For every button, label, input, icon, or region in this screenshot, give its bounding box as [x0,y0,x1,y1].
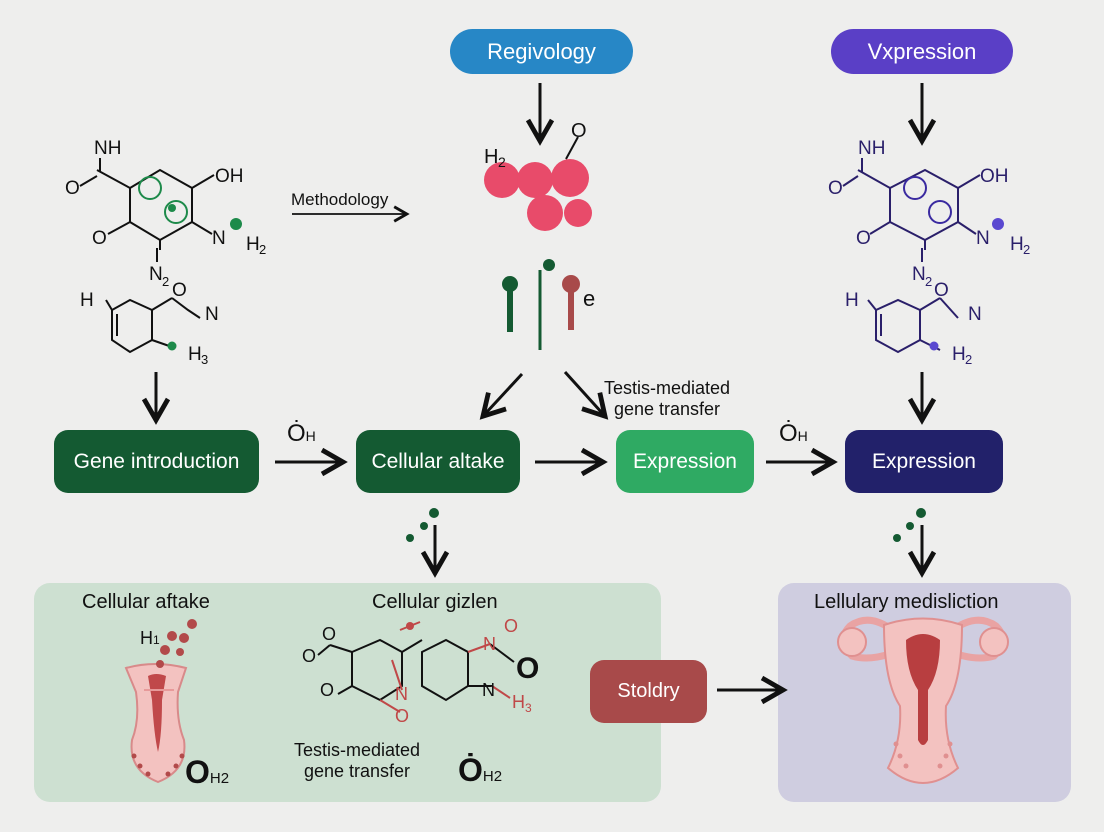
svg-text:2: 2 [1023,242,1030,257]
oh2-mid-label: ȮH2 [458,752,503,788]
right-molecule-labels: NH O OH O N H 2 N 2 H O N H 2 [828,138,1030,367]
svg-text:H: H [80,290,94,311]
svg-text:H: H [952,344,966,365]
svg-text:O: O [395,706,409,726]
svg-text:2: 2 [162,274,169,289]
svg-text:O: O [302,646,316,666]
expression-box-navy: Expression [845,430,1003,493]
svg-text:N: N [483,634,496,654]
cellular-aftake-title: Cellular aftake [82,591,210,613]
svg-text:O: O [516,652,539,685]
particle-dots [156,619,197,668]
svg-text:e: e [583,286,595,311]
svg-text:N: N [205,304,219,325]
svg-text:O: O [92,228,107,249]
svg-text:NH: NH [858,138,885,159]
left-molecule [79,158,215,354]
cellular-gizlen-title: Cellular gizlen [372,591,498,613]
testis-mediated-label-bottom: Testis-mediated gene transfer [294,740,421,781]
svg-text:O: O [934,280,949,301]
svg-text:H: H [512,692,525,712]
svg-text:O: O [504,616,518,636]
svg-text:O: O [828,178,843,199]
svg-text:2: 2 [498,154,506,170]
vxpression-pill: Vxpression [831,29,1013,74]
svg-text:H: H [845,290,859,311]
svg-text:OH: OH [215,166,244,187]
pin-markers: e [502,259,595,350]
gene-introduction-box: Gene introduction [54,430,259,493]
svg-text:H: H [1010,234,1024,255]
svg-text:N: N [912,264,926,285]
svg-text:H: H [484,146,498,168]
testis-mediated-label-top: Testis-mediated gene transfer [604,378,731,419]
h1-label: H1 [140,628,160,648]
svg-text:3: 3 [525,701,532,715]
svg-text:O: O [571,120,587,142]
regivology-pill: Regivology [450,29,633,74]
svg-text:H: H [188,344,202,365]
small-dots [406,508,926,542]
svg-text:N: N [395,684,408,704]
oh-label-2: ȮH [779,420,808,447]
oh-label-1: ȮH [287,420,316,447]
left-molecule-atoms [138,176,242,351]
svg-text:2: 2 [925,274,932,289]
svg-text:O: O [856,228,871,249]
svg-text:3: 3 [201,352,208,367]
arrows [141,83,937,705]
center-panel-red-o [406,622,414,630]
svg-text:N: N [149,264,163,285]
svg-text:N: N [212,228,226,249]
right-molecule-atoms [903,176,1004,351]
svg-text:OH: OH [980,166,1009,187]
expression-box-green: Expression [616,430,754,493]
stoldry-box: Stoldry [590,660,707,723]
svg-text:N: N [968,304,982,325]
svg-text:H: H [246,234,260,255]
svg-text:NH: NH [94,138,121,159]
pink-cluster [484,136,592,231]
center-panel-molecule [317,621,515,713]
svg-text:2: 2 [259,242,266,257]
cellular-altake-box: Cellular altake [356,430,520,493]
lellulary-medisliction-title: Lellulary medisliction [814,591,999,613]
uterus-large-icon [837,616,1009,784]
svg-text:O: O [65,178,80,199]
svg-text:2: 2 [965,352,972,367]
uterus-small-icon [124,663,188,784]
methodology-label: Methodology [291,190,389,209]
svg-text:O: O [320,680,334,700]
svg-text:N: N [976,228,990,249]
svg-text:O: O [322,624,336,644]
pink-cluster-labels: H 2 O [484,120,587,170]
svg-text:N: N [482,680,495,700]
center-panel-labels: O O O N O N O N H 3 O [302,616,539,726]
svg-text:O: O [172,280,187,301]
right-molecule [842,158,981,354]
left-molecule-labels: NH O OH O N H 2 N 2 H O N H 3 [65,138,266,367]
oh2-left-label: OH2 [185,754,230,790]
